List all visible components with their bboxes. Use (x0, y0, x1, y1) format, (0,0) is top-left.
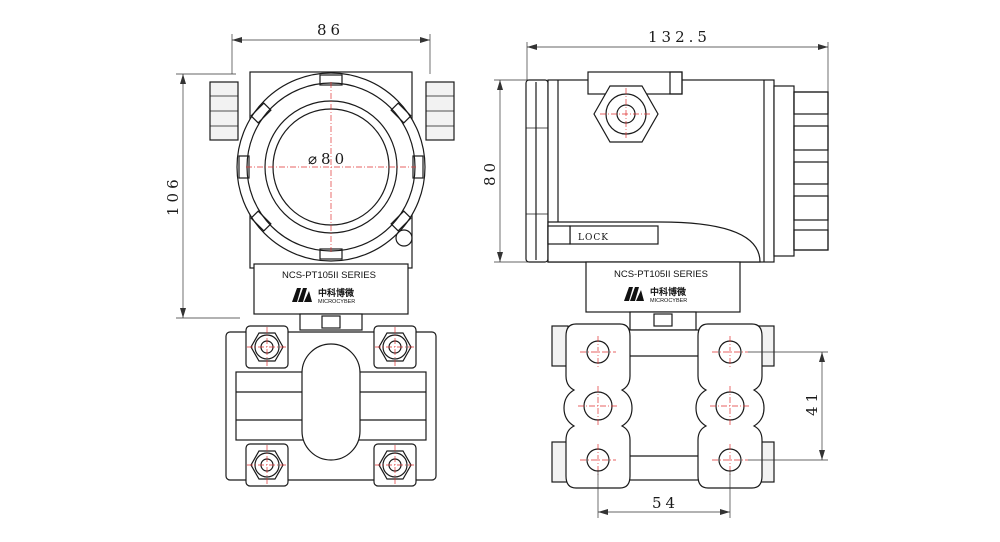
side-series-label: NCS-PT105II SERIES (614, 269, 708, 280)
front-cover: ⌀80 (236, 72, 426, 262)
lock-label: LOCK (578, 233, 609, 243)
dimension-length: 132.5 (526, 28, 829, 92)
side-view: 132.5 80 (481, 28, 829, 518)
side-front-cover (773, 85, 829, 257)
side-brand-cn: 中科博微 (650, 286, 687, 298)
dim-diameter-label: ⌀80 (308, 150, 348, 168)
front-flange (225, 325, 437, 487)
dim-length-label: 132.5 (648, 28, 711, 46)
rear-cover (525, 79, 549, 263)
front-nameplate: NCS-PT105II SERIES 中科博微 MICROCYBER (253, 263, 409, 315)
dim-height-label: 106 (164, 175, 182, 216)
dim-flange-vertical-label: 41 (803, 389, 821, 416)
dimension-width: 86 (231, 21, 431, 74)
side-left-flange (551, 323, 633, 489)
left-conduit-plug (209, 81, 239, 141)
dimension-flange-horizontal: 54 (597, 470, 731, 518)
side-nameplate: NCS-PT105II SERIES 中科博微 MICROCYBER (585, 261, 741, 313)
side-conduit-plug (587, 71, 683, 143)
side-neck (629, 311, 697, 331)
front-view: 86 106 (164, 21, 455, 487)
side-brand-en: MICROCYBER (650, 298, 687, 304)
front-brand-cn: 中科博微 (318, 287, 355, 299)
dim-side-height-label: 80 (481, 159, 499, 186)
lock-screw: LOCK (547, 221, 761, 263)
dimension-height: 106 (164, 73, 240, 319)
dimension-side-height: 80 (481, 79, 530, 263)
front-brand-en: MICROCYBER (318, 299, 355, 305)
side-center-body (617, 329, 709, 481)
front-series-label: NCS-PT105II SERIES (282, 270, 376, 281)
front-neck (299, 313, 363, 331)
dim-flange-horizontal-label: 54 (652, 494, 679, 512)
dim-width-label: 86 (317, 21, 344, 39)
dimension-flange-vertical: 41 (748, 351, 828, 461)
side-right-flange (695, 323, 775, 489)
right-conduit-plug (425, 81, 455, 141)
